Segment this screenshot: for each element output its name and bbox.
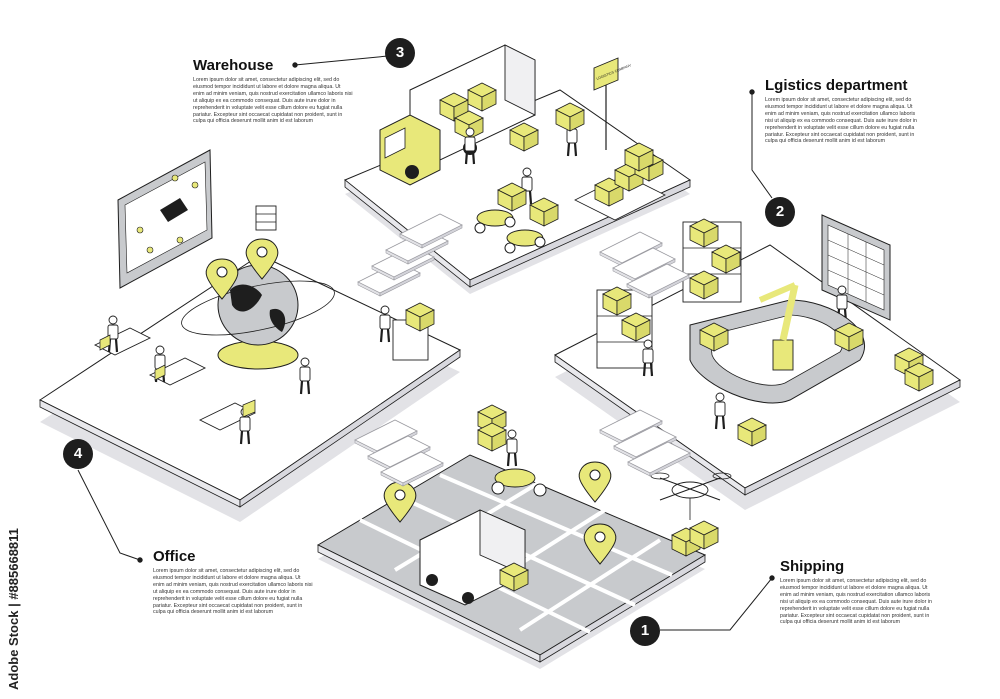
logistics-number-badge: 2: [765, 197, 795, 227]
shipping-number-badge: 1: [630, 616, 660, 646]
office-platform: [39, 254, 462, 508]
shelves: [596, 218, 742, 378]
wall-map-board: [117, 149, 213, 289]
delivery-van: [419, 509, 529, 606]
stock-watermark-id: Adobe Stock | #885668811: [6, 528, 21, 690]
scooters-with-boxes: [474, 182, 559, 254]
office-desks: [93, 302, 435, 446]
warehouse-description: Lorem ipsum dolor sit amet, consectetur …: [193, 77, 353, 125]
warehouse-title: Warehouse: [193, 57, 274, 74]
wall-screen: [821, 214, 891, 324]
conveyor-robot-arm: [689, 282, 934, 447]
warehouse-number-badge: 3: [385, 38, 415, 68]
logistics-title: Lgistics department: [765, 77, 908, 94]
delivery-drone: [650, 472, 732, 557]
office-title: Office: [153, 548, 196, 565]
logistics-description: Lorem ipsum dolor sit amet, consectetur …: [765, 97, 917, 145]
callout-lines: [77, 55, 775, 631]
office-number-badge: 4: [63, 439, 93, 469]
pallet-boxes: [574, 142, 666, 221]
shipping-description: Lorem ipsum dolor sit amet, consectetur …: [780, 578, 932, 626]
globe-hologram: [181, 205, 335, 370]
courier-scooter: [477, 404, 547, 497]
shipping-title: Shipping: [780, 558, 845, 575]
office-description: Lorem ipsum dolor sit amet, consectetur …: [153, 568, 313, 616]
